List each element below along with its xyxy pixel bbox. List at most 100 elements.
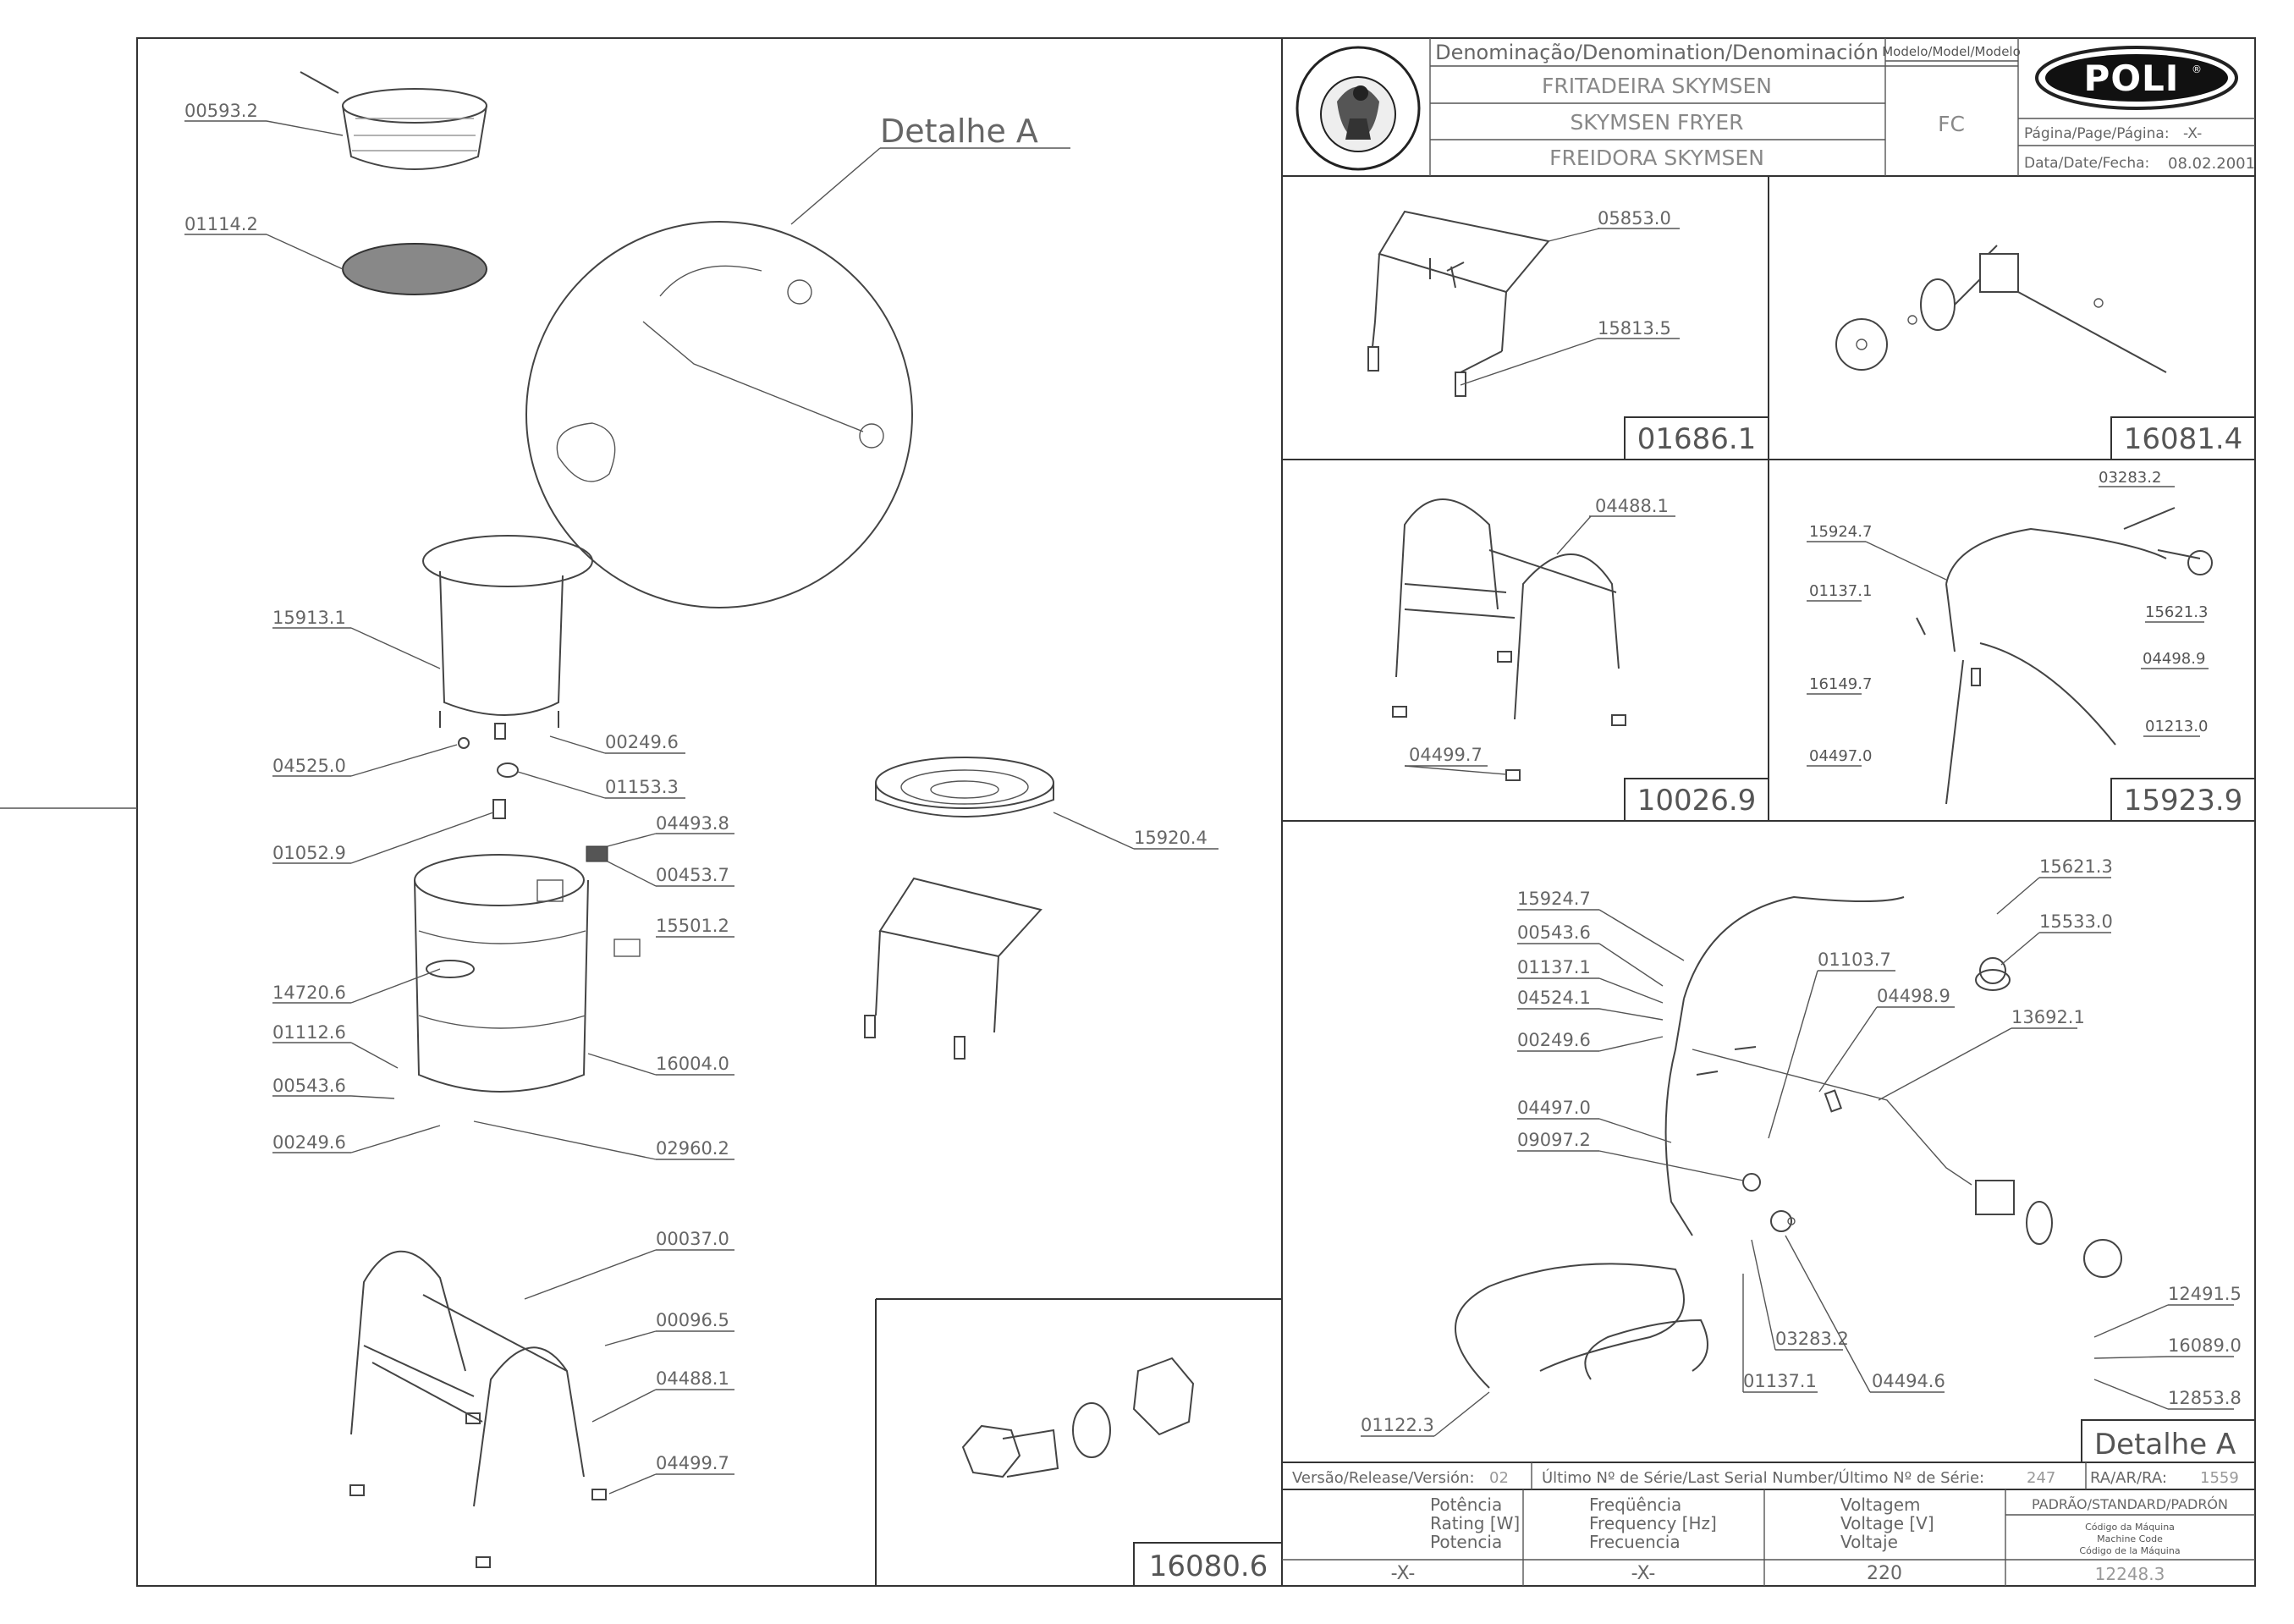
part-label: 04499.7: [656, 1453, 729, 1473]
part-label: 15920.4: [1134, 828, 1208, 848]
model-label: Modelo/Model/Modelo: [1882, 44, 2021, 59]
part-label: 15621.3: [2039, 856, 2113, 877]
date-label: Data/Date/Fecha:: [2024, 155, 2149, 172]
part-label: 04493.8: [656, 813, 729, 834]
part-label: 04494.6: [1872, 1371, 1945, 1391]
hex-nut-drawing: [1132, 1357, 1195, 1436]
voltage-value: 220: [1867, 1563, 1902, 1584]
mesh-screen-drawing: [342, 243, 487, 295]
part-label: 13692.1: [2011, 1007, 2085, 1027]
part-label: 04488.1: [1595, 496, 1669, 516]
release-value: 02: [1489, 1469, 1509, 1487]
part-label: 00593.2: [184, 101, 258, 121]
page-value: -X-: [2183, 125, 2202, 142]
release-label: Versão/Release/Versión:: [1292, 1469, 1475, 1487]
rating-value: -X-: [1391, 1563, 1416, 1584]
part-label: 00249.6: [272, 1132, 346, 1153]
drain-fitting-box: 16080.6: [875, 1298, 1283, 1587]
part-label: 01114.2: [184, 214, 258, 234]
footer-table: Versão/Release/Versión: 02 Último Nº de …: [1282, 1462, 2255, 1586]
part-label: 12853.8: [2168, 1388, 2242, 1408]
voltage-label: Voltagem: [1840, 1495, 1921, 1515]
part-label: 00543.6: [1517, 922, 1591, 943]
machine-code-label: Código da Máquina: [2085, 1522, 2175, 1533]
part-label: 01122.3: [1361, 1415, 1434, 1435]
part-label: 16004.0: [656, 1054, 729, 1074]
support-frame-drawing: [1392, 498, 1626, 781]
part-label: 00037.0: [656, 1229, 729, 1249]
sub-box-id: 16081.4: [2124, 422, 2243, 456]
part-label: 00096.5: [656, 1310, 729, 1330]
part-label: 14720.6: [272, 983, 346, 1003]
part-label: 01137.1: [1743, 1371, 1817, 1391]
grid-stand-drawing: [1367, 210, 1550, 397]
part-label: 04498.9: [1877, 986, 1950, 1006]
frequency-label: Frecuencia: [1589, 1532, 1681, 1552]
brand-name: POLI: [2084, 58, 2180, 99]
sub-box-id: 16080.6: [1149, 1550, 1268, 1583]
name-en: SKYMSEN FRYER: [1570, 110, 1743, 135]
o-ring-drawing: [1072, 1402, 1111, 1458]
sub-box-id: 01686.1: [1637, 422, 1757, 456]
part-label: 00249.6: [605, 732, 679, 752]
model-value: FC: [1938, 112, 1965, 136]
part-label: 01137.1: [1517, 957, 1591, 977]
part-label: 03283.2: [2099, 469, 2161, 487]
serial-label: Último Nº de Série/Last Serial Number/Úl…: [1542, 1468, 1984, 1487]
part-label: 15913.1: [272, 608, 346, 628]
sub-box-labels: 05853.0 15813.5: [1460, 208, 1680, 386]
authorized-service-seal-icon: [1296, 46, 1421, 171]
grid-stand-drawing: [864, 877, 1042, 1060]
detail-a-title: Detalhe A: [880, 113, 1038, 150]
voltage-label: Voltaje: [1840, 1532, 1898, 1552]
frequency-label: Freqüência: [1589, 1495, 1681, 1515]
sub-box-id: 15923.9: [2124, 784, 2243, 818]
main-part-labels: 00593.2 01114.2 15913.1 00249.6 04525.0 …: [184, 101, 1219, 1495]
oil-tank-drawing: [422, 535, 593, 740]
poli-logo: POLI ®: [2035, 46, 2238, 110]
sub-box-labels: 03283.2 15924.7 01137.1 15621.3 16149.7 …: [1807, 469, 2209, 767]
part-label: 00249.6: [1517, 1030, 1591, 1050]
rating-label: Potencia: [1430, 1532, 1502, 1552]
part-label: 03283.2: [1775, 1329, 1849, 1349]
ra-label: RA/AR/RA:: [2090, 1469, 2167, 1487]
cabinet-body-drawing: [414, 845, 641, 1093]
voltage-label: Voltage [V]: [1840, 1513, 1934, 1533]
brand-registered-mark: ®: [2192, 63, 2202, 75]
part-label: 00543.6: [272, 1076, 346, 1096]
date-value: 08.02.2001: [2168, 155, 2255, 173]
denomination-header: Denominação/Denomination/Denominación: [1435, 41, 1879, 64]
detail-a-box-label: Detalhe A: [2094, 1428, 2236, 1462]
part-label: 01137.1: [1809, 582, 1872, 600]
fry-basket-drawing: [300, 71, 487, 170]
part-label: 15533.0: [2039, 911, 2113, 932]
frequency-label: Frequency [Hz]: [1589, 1513, 1717, 1533]
wiring-harness-drawing: [1916, 507, 2213, 805]
part-label: 04497.0: [1809, 747, 1872, 765]
part-label: 04525.0: [272, 756, 346, 776]
part-label: 05853.0: [1598, 208, 1671, 228]
part-label: 15813.5: [1598, 318, 1671, 339]
drain-bushing-drawing: [961, 1424, 1021, 1478]
sub-box-grid: 01686.1 16081.4 10026.9 15923.9: [1282, 176, 2256, 822]
cabinet-stand-drawing: [349, 1250, 607, 1568]
part-label: 01213.0: [2145, 718, 2208, 735]
page-label: Página/Page/Página:: [2024, 125, 2170, 142]
part-label: 01112.6: [272, 1022, 346, 1043]
sub-box-id: 10026.9: [1637, 784, 1757, 818]
gasket-drawing: [497, 762, 519, 778]
part-label: 04524.1: [1517, 988, 1591, 1008]
rating-label: Potência: [1430, 1495, 1502, 1515]
part-label: 04499.7: [1409, 745, 1483, 765]
part-label: 04498.9: [2143, 650, 2205, 668]
part-label: 15924.7: [1517, 889, 1591, 909]
part-label: 12491.5: [2168, 1284, 2242, 1304]
part-label: 15501.2: [656, 916, 729, 936]
part-label: 09097.2: [1517, 1130, 1591, 1150]
part-label: 15621.3: [2145, 603, 2208, 621]
part-label: 04497.0: [1517, 1098, 1591, 1118]
sub-box-labels: 04488.1 04499.7: [1404, 496, 1675, 775]
frequency-value: -X-: [1631, 1563, 1656, 1584]
part-label: 01153.3: [605, 777, 679, 797]
